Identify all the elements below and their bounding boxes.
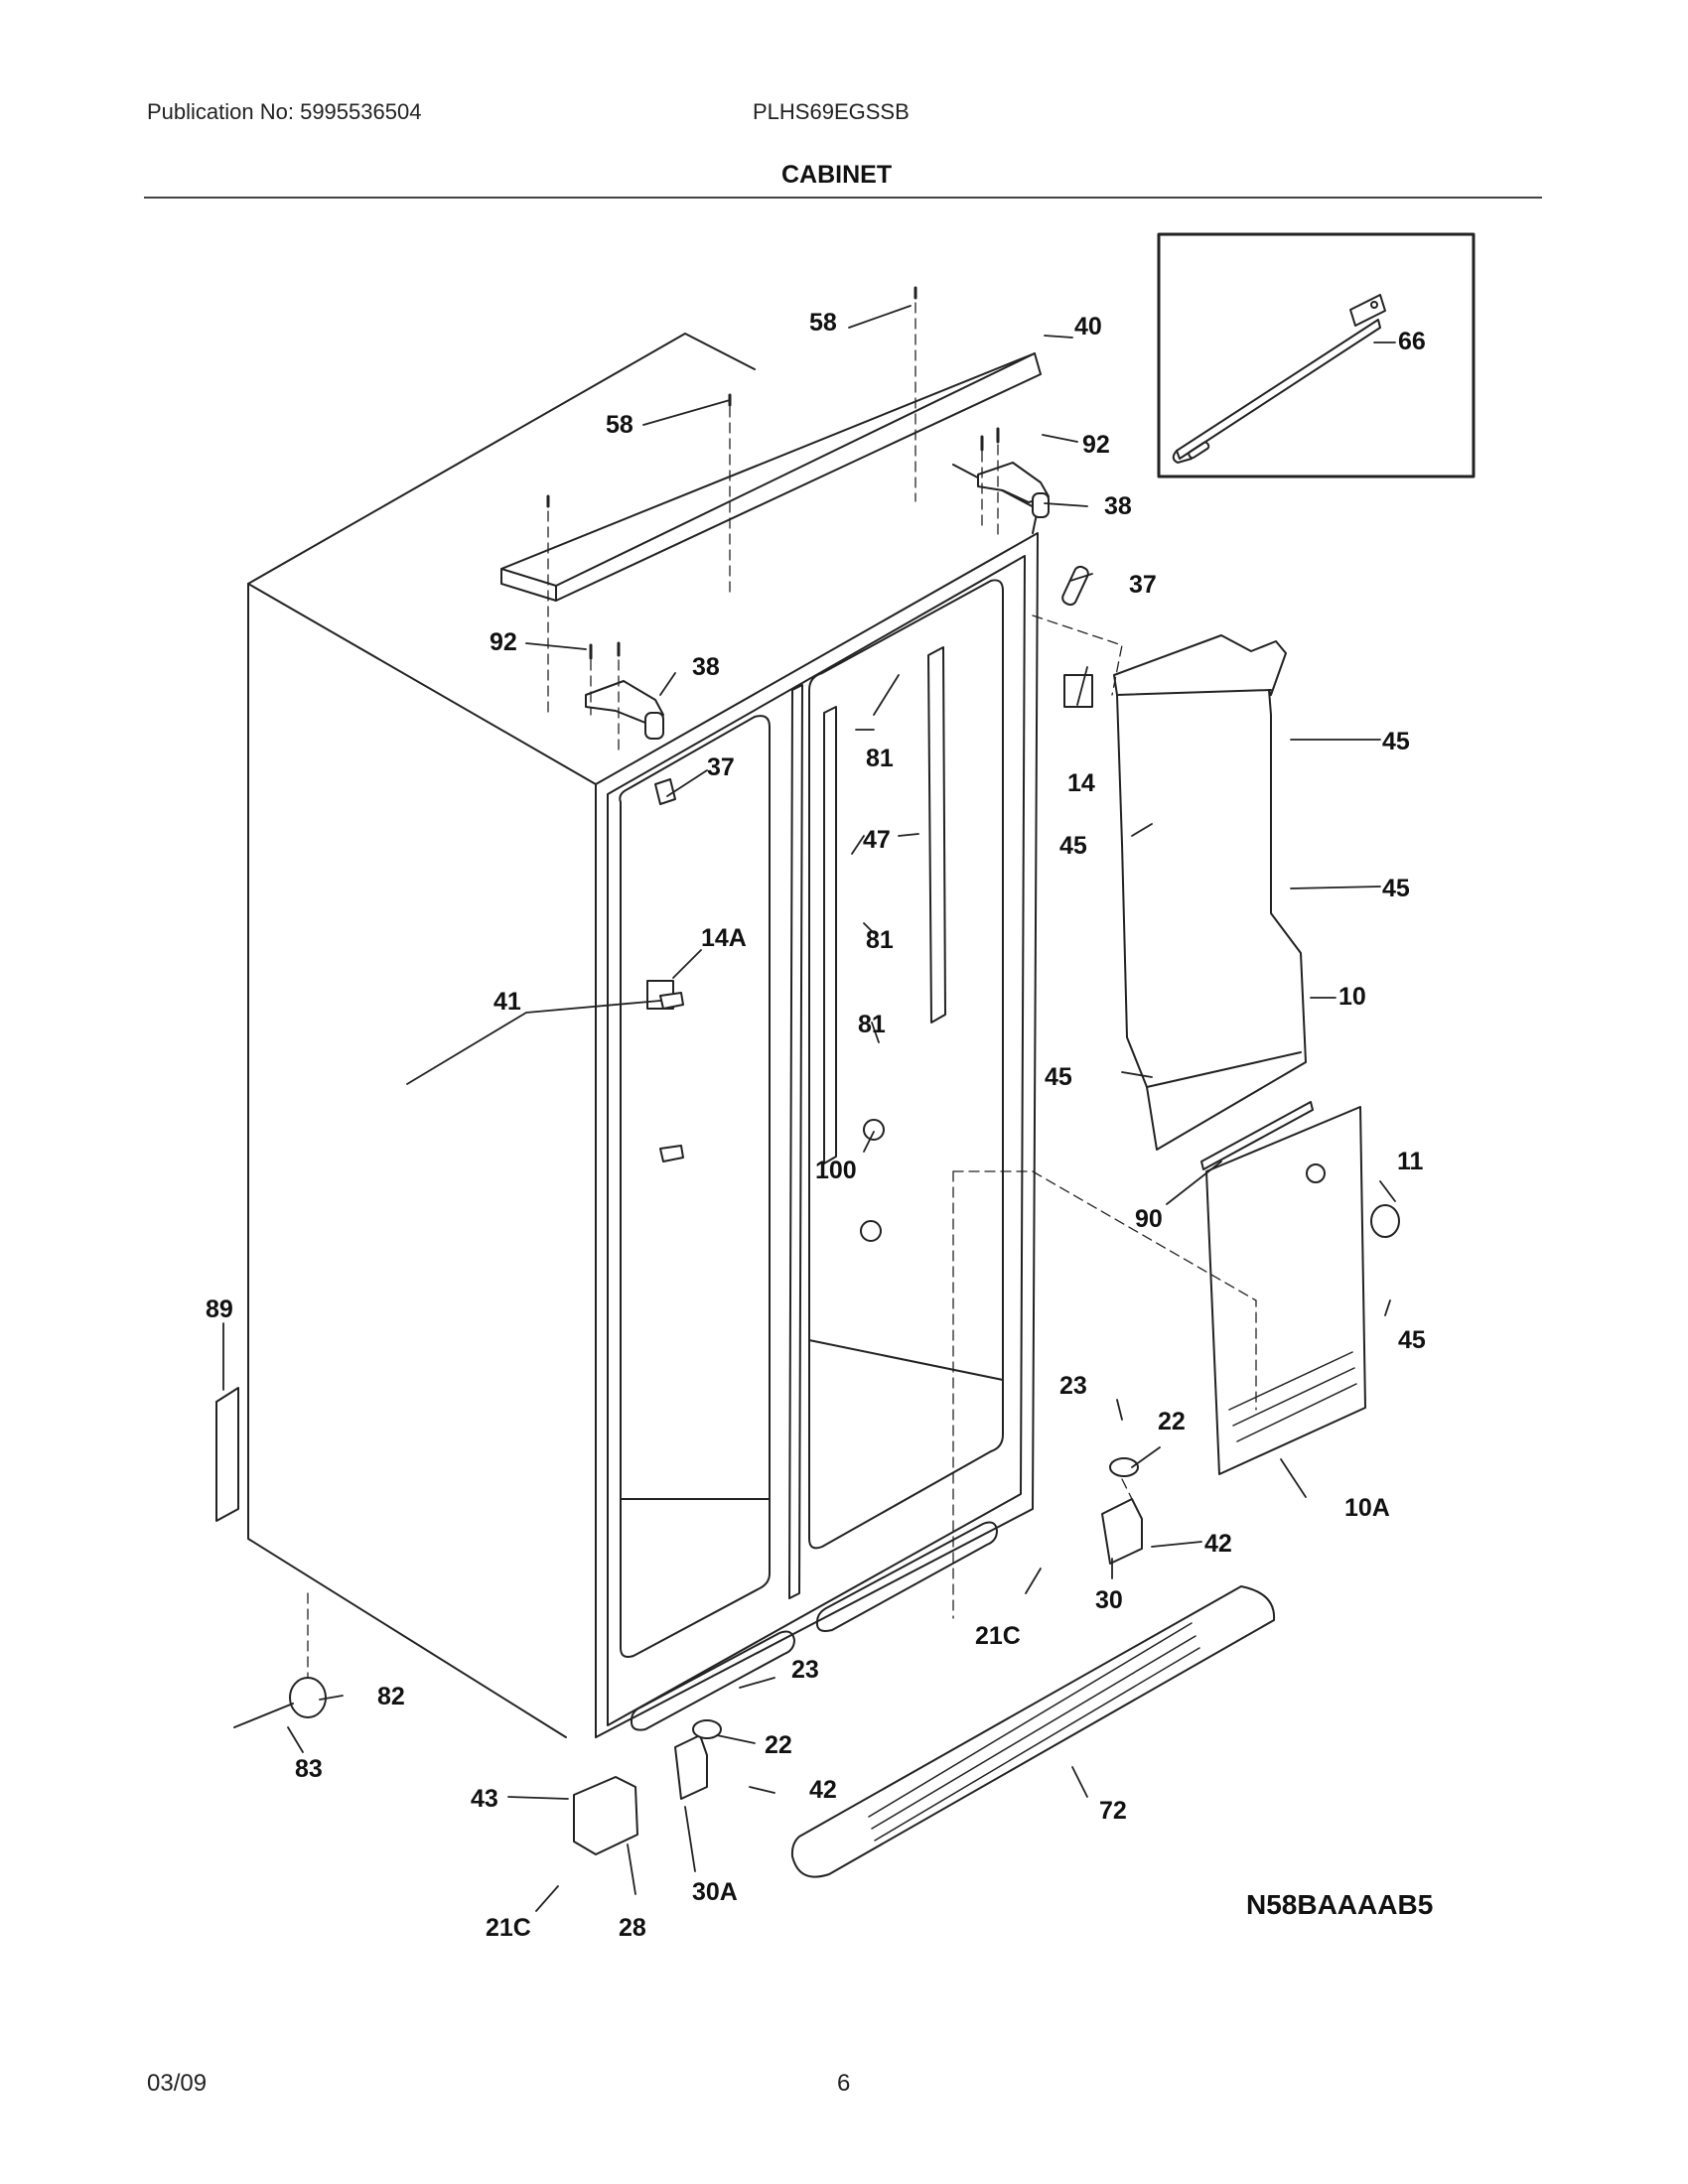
callout-22: 22 <box>1158 1408 1186 1435</box>
model-number: PLHS69EGSSB <box>753 99 910 124</box>
leader-lines <box>222 305 1396 1912</box>
callout-83: 83 <box>295 1755 323 1783</box>
callout-43: 43 <box>471 1785 498 1813</box>
callout-41: 41 <box>493 988 521 1016</box>
callout-45: 45 <box>1059 832 1087 860</box>
callout-30A: 30A <box>692 1878 738 1906</box>
callout-42: 42 <box>809 1776 837 1804</box>
callout-89: 89 <box>206 1296 233 1323</box>
small-parts <box>215 286 1400 1855</box>
callout-37: 37 <box>707 753 735 781</box>
callout-22: 22 <box>765 1731 792 1759</box>
callout-45: 45 <box>1382 875 1410 902</box>
callout-14: 14 <box>1067 769 1095 797</box>
callout-38: 38 <box>1104 492 1132 520</box>
callout-81: 81 <box>858 1011 886 1038</box>
callout-38: 38 <box>692 653 720 681</box>
section-title: CABINET <box>781 161 893 189</box>
callout-14A: 14A <box>701 924 747 952</box>
page-number: 6 <box>837 2070 851 2097</box>
callout-72: 72 <box>1099 1797 1127 1825</box>
callout-58: 58 <box>606 411 633 439</box>
callout-30: 30 <box>1095 1586 1123 1614</box>
callout-10A: 10A <box>1344 1494 1390 1522</box>
header-divider <box>144 197 1542 199</box>
callout-42: 42 <box>1204 1530 1232 1558</box>
callout-21C: 21C <box>486 1914 531 1942</box>
callout-47: 47 <box>863 826 891 854</box>
lower-back-cover-part <box>1205 1106 1366 1475</box>
top-hinges <box>585 462 1050 740</box>
callout-82: 82 <box>377 1683 405 1710</box>
callout-23: 23 <box>1059 1372 1087 1400</box>
callout-92: 92 <box>490 628 517 656</box>
callout-58: 58 <box>809 309 837 337</box>
callout-81: 81 <box>866 745 894 772</box>
callout-40: 40 <box>1074 313 1102 341</box>
callout-45: 45 <box>1398 1326 1426 1354</box>
callout-11: 11 <box>1397 1148 1424 1175</box>
cabinet-body <box>247 333 1039 1738</box>
inset-box <box>1157 232 1476 478</box>
grille-part <box>790 1585 1276 1878</box>
callout-10: 10 <box>1338 983 1366 1011</box>
callout-23: 23 <box>791 1656 819 1684</box>
callout-81: 81 <box>866 926 894 954</box>
callout-66: 66 <box>1398 328 1426 355</box>
callout-45: 45 <box>1045 1063 1072 1091</box>
top-cover-part <box>500 352 1042 602</box>
footer-date: 03/09 <box>147 2070 208 2097</box>
publication-number: Publication No: 5995536504 <box>147 99 422 124</box>
diagram-code: N58BAAAAB5 <box>1246 1889 1433 1920</box>
callout-100: 100 <box>815 1157 857 1184</box>
callout-28: 28 <box>619 1914 646 1942</box>
back-cover-part <box>1113 634 1307 1151</box>
callout-45: 45 <box>1382 728 1410 755</box>
callout-37: 37 <box>1129 571 1157 599</box>
assembly-lines <box>307 302 1257 1679</box>
callout-90: 90 <box>1135 1205 1163 1233</box>
callout-labels: 58 40 66 58 92 38 37 92 38 81 37 14 45 4… <box>206 309 1433 1942</box>
callout-21C: 21C <box>975 1622 1021 1650</box>
callout-92: 92 <box>1082 431 1110 459</box>
